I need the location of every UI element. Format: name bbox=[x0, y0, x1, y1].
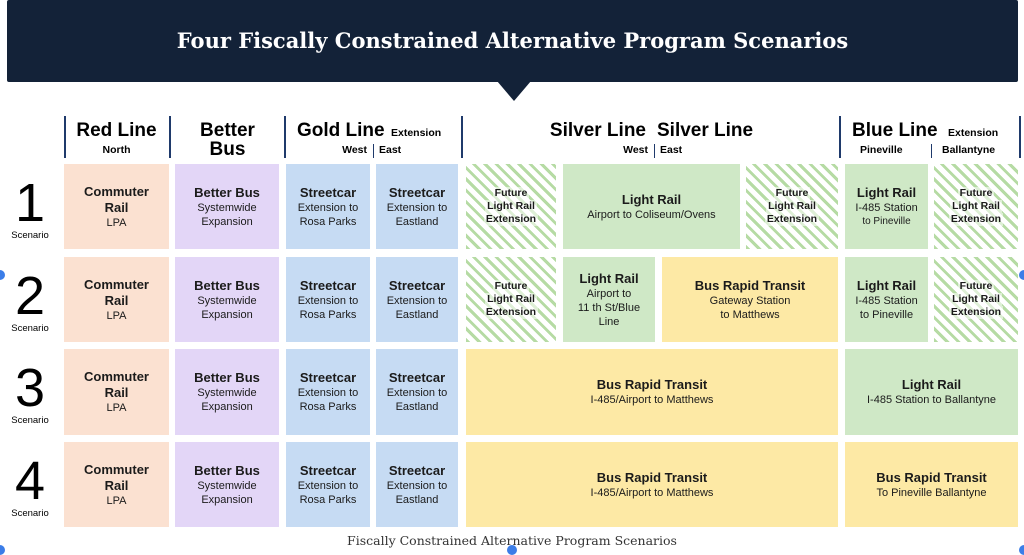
cell-streetcar-west: Streetcar Extension to Rosa Parks bbox=[286, 442, 370, 527]
scenario-number: 1 bbox=[14, 173, 46, 233]
cell-streetcar-east: Streetcar Extension to Eastland bbox=[376, 164, 458, 249]
banner-pointer bbox=[497, 81, 531, 101]
resize-handle[interactable] bbox=[1019, 545, 1024, 555]
header-divider bbox=[1019, 116, 1021, 158]
cell-light-rail: Light Rail Airport to Coliseum/Ovens bbox=[563, 164, 740, 249]
header-subdivider bbox=[654, 144, 655, 158]
header-better-bus-line2: Bus bbox=[209, 139, 246, 160]
scenario-label: Scenario bbox=[11, 508, 49, 519]
cell-future-light-rail: Future Light Rail Extension bbox=[466, 164, 556, 249]
header-divider bbox=[839, 116, 841, 158]
cell-light-rail-pineville: Light Rail I-485 Station to Pineville bbox=[845, 164, 928, 249]
header-better-bus-line1: Better bbox=[200, 120, 255, 141]
header-blue-line: Blue Line bbox=[852, 120, 938, 141]
cell-future-light-rail: Future Light Rail Extension bbox=[746, 164, 838, 249]
header-gold-west: West bbox=[342, 144, 367, 156]
cell-commuter-rail: Commuter Rail LPA bbox=[64, 164, 169, 249]
header-silver-line-west: Silver Line bbox=[549, 120, 646, 141]
cell-commuter-rail: Commuter Rail LPA bbox=[64, 257, 169, 342]
cell-streetcar-east: Streetcar Extension to Eastland bbox=[376, 349, 458, 435]
header-divider bbox=[169, 116, 171, 158]
header-divider bbox=[461, 116, 463, 158]
scenario-number: 3 bbox=[14, 358, 46, 418]
header-divider bbox=[64, 116, 66, 158]
header-gold-extension: Extension bbox=[391, 127, 442, 139]
header-red-line-sub: North bbox=[102, 144, 131, 156]
cell-streetcar-west: Streetcar Extension to Rosa Parks bbox=[286, 349, 370, 435]
header-silver-east: East bbox=[660, 144, 683, 156]
cell-commuter-rail: Commuter Rail LPA bbox=[64, 349, 169, 435]
header-subdivider bbox=[931, 144, 932, 158]
scenario-label: Scenario bbox=[11, 230, 49, 241]
cell-streetcar-east: Streetcar Extension to Eastland bbox=[376, 257, 458, 342]
scenario-label: Scenario bbox=[11, 415, 49, 426]
cell-bus-rapid-transit: Bus Rapid Transit Gateway Station to Mat… bbox=[662, 257, 838, 342]
header-red-line: Red Line bbox=[76, 120, 157, 141]
cell-bus-rapid-transit-blue: Bus Rapid Transit To Pineville Ballantyn… bbox=[845, 442, 1018, 527]
scenario-number: 4 bbox=[14, 451, 46, 511]
scenario-label: Scenario bbox=[11, 323, 49, 334]
header-divider bbox=[284, 116, 286, 158]
header-gold-east: East bbox=[379, 144, 402, 156]
resize-handle[interactable] bbox=[507, 545, 517, 555]
page-title: Four Fiscally Constrained Alternative Pr… bbox=[176, 28, 849, 53]
cell-light-rail: Light Rail Airport to 11 th St/Blue Line bbox=[563, 257, 655, 342]
header-subdivider bbox=[373, 144, 374, 158]
cell-bus-rapid-transit: Bus Rapid Transit I-485/Airport to Matth… bbox=[466, 442, 838, 527]
header-silver-west: West bbox=[623, 144, 648, 156]
cell-commuter-rail: Commuter Rail LPA bbox=[64, 442, 169, 527]
scenario-number: 2 bbox=[14, 266, 46, 326]
resize-handle[interactable] bbox=[0, 545, 5, 555]
resize-handle[interactable] bbox=[0, 270, 5, 280]
cell-better-bus: Better Bus Systemwide Expansion bbox=[175, 442, 279, 527]
cell-light-rail-pineville: Light Rail I-485 Station to Pineville bbox=[845, 257, 928, 342]
header-gold-line: Gold Line bbox=[297, 120, 385, 141]
header-blue-ballantyne: Ballantyne bbox=[942, 144, 996, 156]
header-blue-extension: Extension bbox=[948, 127, 999, 139]
cell-better-bus: Better Bus Systemwide Expansion bbox=[175, 164, 279, 249]
resize-handle[interactable] bbox=[1019, 270, 1024, 280]
cell-bus-rapid-transit: Bus Rapid Transit I-485/Airport to Matth… bbox=[466, 349, 838, 435]
title-banner: Four Fiscally Constrained Alternative Pr… bbox=[7, 0, 1018, 82]
header-silver-line-east: Silver Line bbox=[657, 120, 754, 141]
header-blue-pineville: Pineville bbox=[860, 144, 903, 156]
figure-caption: Fiscally Constrained Alternative Program… bbox=[347, 533, 677, 548]
cell-light-rail-blue: Light Rail I-485 Station to Ballantyne bbox=[845, 349, 1018, 435]
cell-future-light-rail: Future Light Rail Extension bbox=[934, 257, 1018, 342]
cell-future-light-rail: Future Light Rail Extension bbox=[466, 257, 556, 342]
cell-streetcar-west: Streetcar Extension to Rosa Parks bbox=[286, 164, 370, 249]
cell-future-light-rail: Future Light Rail Extension bbox=[934, 164, 1018, 249]
cell-streetcar-east: Streetcar Extension to Eastland bbox=[376, 442, 458, 527]
cell-better-bus: Better Bus Systemwide Expansion bbox=[175, 257, 279, 342]
cell-streetcar-west: Streetcar Extension to Rosa Parks bbox=[286, 257, 370, 342]
cell-better-bus: Better Bus Systemwide Expansion bbox=[175, 349, 279, 435]
